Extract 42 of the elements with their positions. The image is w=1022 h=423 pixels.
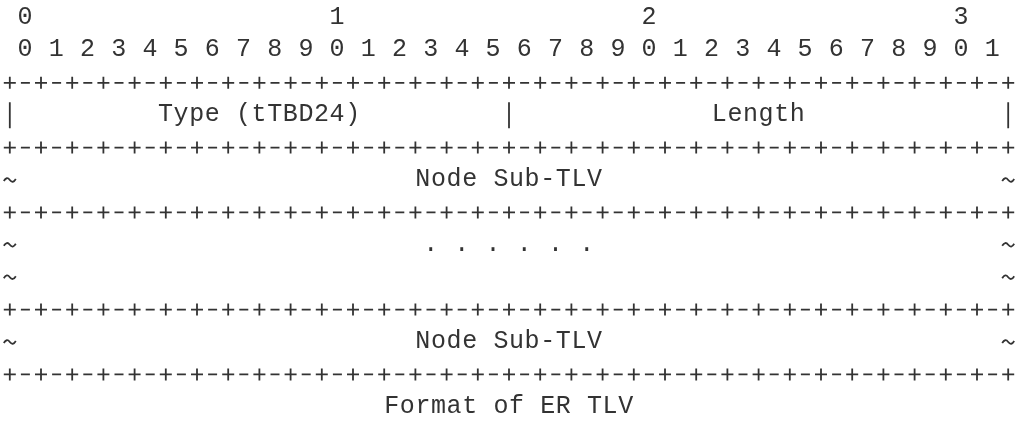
bit-number: 2 xyxy=(392,36,408,65)
bit-number: 8 xyxy=(267,36,283,65)
bit-number: 1 xyxy=(672,36,689,65)
bit-number: 4 xyxy=(142,36,158,65)
bit-number: 4 xyxy=(766,36,782,65)
bit-number: 7 xyxy=(860,36,876,65)
field-label: Type (tTBD24) xyxy=(157,101,361,130)
bit-number: 3 xyxy=(735,36,751,65)
bit-number: 0 xyxy=(17,36,34,65)
bit-number: 1 xyxy=(329,4,346,32)
bit-number: 9 xyxy=(298,36,314,65)
bit-number: 0 xyxy=(953,36,970,65)
bit-number: 6 xyxy=(516,36,533,65)
bit-number: 2 xyxy=(704,36,720,65)
bit-number: 1 xyxy=(984,36,1001,65)
bit-number: 1 xyxy=(360,36,377,65)
bit-number: 2 xyxy=(80,36,96,65)
field-label: Node Sub-TLV xyxy=(415,328,603,356)
bit-number: 4 xyxy=(454,36,470,65)
bit-number: 7 xyxy=(236,36,252,65)
field-label: Node Sub-TLV xyxy=(415,166,603,194)
bit-number: 5 xyxy=(173,36,190,65)
caption: Format of ER TLV xyxy=(384,392,634,421)
bit-number: 0 xyxy=(329,36,346,65)
bit-number: 5 xyxy=(485,36,502,65)
bit-number: 9 xyxy=(610,36,626,65)
bit-number: 5 xyxy=(797,36,814,65)
bit-number: 1 xyxy=(48,36,65,65)
bit-number: 6 xyxy=(204,36,221,65)
bit-number: 7 xyxy=(548,36,564,65)
bit-number: 3 xyxy=(423,36,439,65)
bit-number: 6 xyxy=(828,36,845,65)
bit-number: 3 xyxy=(111,36,127,65)
bit-number: 9 xyxy=(922,36,938,65)
bit-number: 0 xyxy=(17,4,34,32)
field-label: Length xyxy=(711,101,806,130)
bit-number: 8 xyxy=(579,36,595,65)
bit-number: 3 xyxy=(953,4,970,32)
bit-number: 8 xyxy=(891,36,907,65)
bit-number: 2 xyxy=(641,4,658,32)
bit-number: 0 xyxy=(641,36,658,65)
field-label: . . . . . . xyxy=(423,230,595,259)
